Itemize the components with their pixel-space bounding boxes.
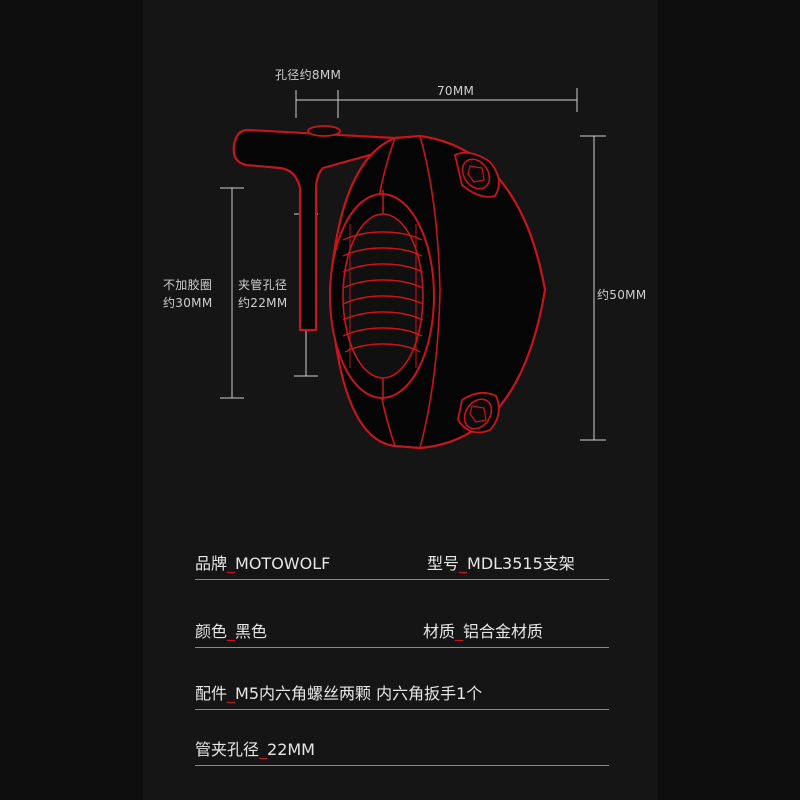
clamp-mount-drawing: [220, 88, 606, 450]
divider: [195, 647, 609, 648]
spec-row-brand-model: 品牌_MOTOWOLF 型号_MDL3515支架: [195, 544, 609, 580]
clamp-hole-dimension: 夹管孔径 约22MM: [238, 276, 287, 312]
bolt-top: [453, 151, 500, 198]
no-rubber-label-line2: 约30MM: [163, 296, 213, 310]
height-label: 约50MM: [597, 288, 647, 302]
spec-color: 颜色_黑色: [195, 622, 268, 641]
spec-material: 材质_铝合金材质: [423, 622, 544, 641]
spec-clamp-diameter: 管夹孔径_22MM: [195, 740, 315, 759]
clamp-hole-label-line2: 约22MM: [238, 296, 288, 310]
spec-row-clamp-diameter: 管夹孔径_22MM: [195, 730, 609, 766]
hole-diameter-label: 孔径约8MM: [275, 68, 342, 82]
no-rubber-dimension: 不加胶圈 约30MM: [163, 276, 212, 312]
width-label: 70MM: [437, 84, 475, 98]
spec-model: 型号_MDL3515支架: [427, 554, 575, 573]
spec-row-color-material: 颜色_黑色 材质_铝合金材质: [195, 612, 609, 648]
divider: [195, 709, 609, 710]
spec-row-accessories: 配件_M5内六角螺丝两颗 内六角扳手1个: [195, 674, 609, 710]
mounting-hole: [307, 125, 341, 137]
spec-brand: 品牌_MOTOWOLF: [195, 554, 331, 573]
ribbed-bore: [342, 213, 424, 379]
no-rubber-label-line1: 不加胶圈: [163, 278, 213, 292]
clamp-hole-label-line1: 夹管孔径: [238, 278, 288, 292]
bolt-bottom: [457, 391, 500, 434]
spec-accessories: 配件_M5内六角螺丝两颗 内六角扳手1个: [195, 684, 483, 703]
divider: [195, 579, 609, 580]
divider: [195, 765, 609, 766]
